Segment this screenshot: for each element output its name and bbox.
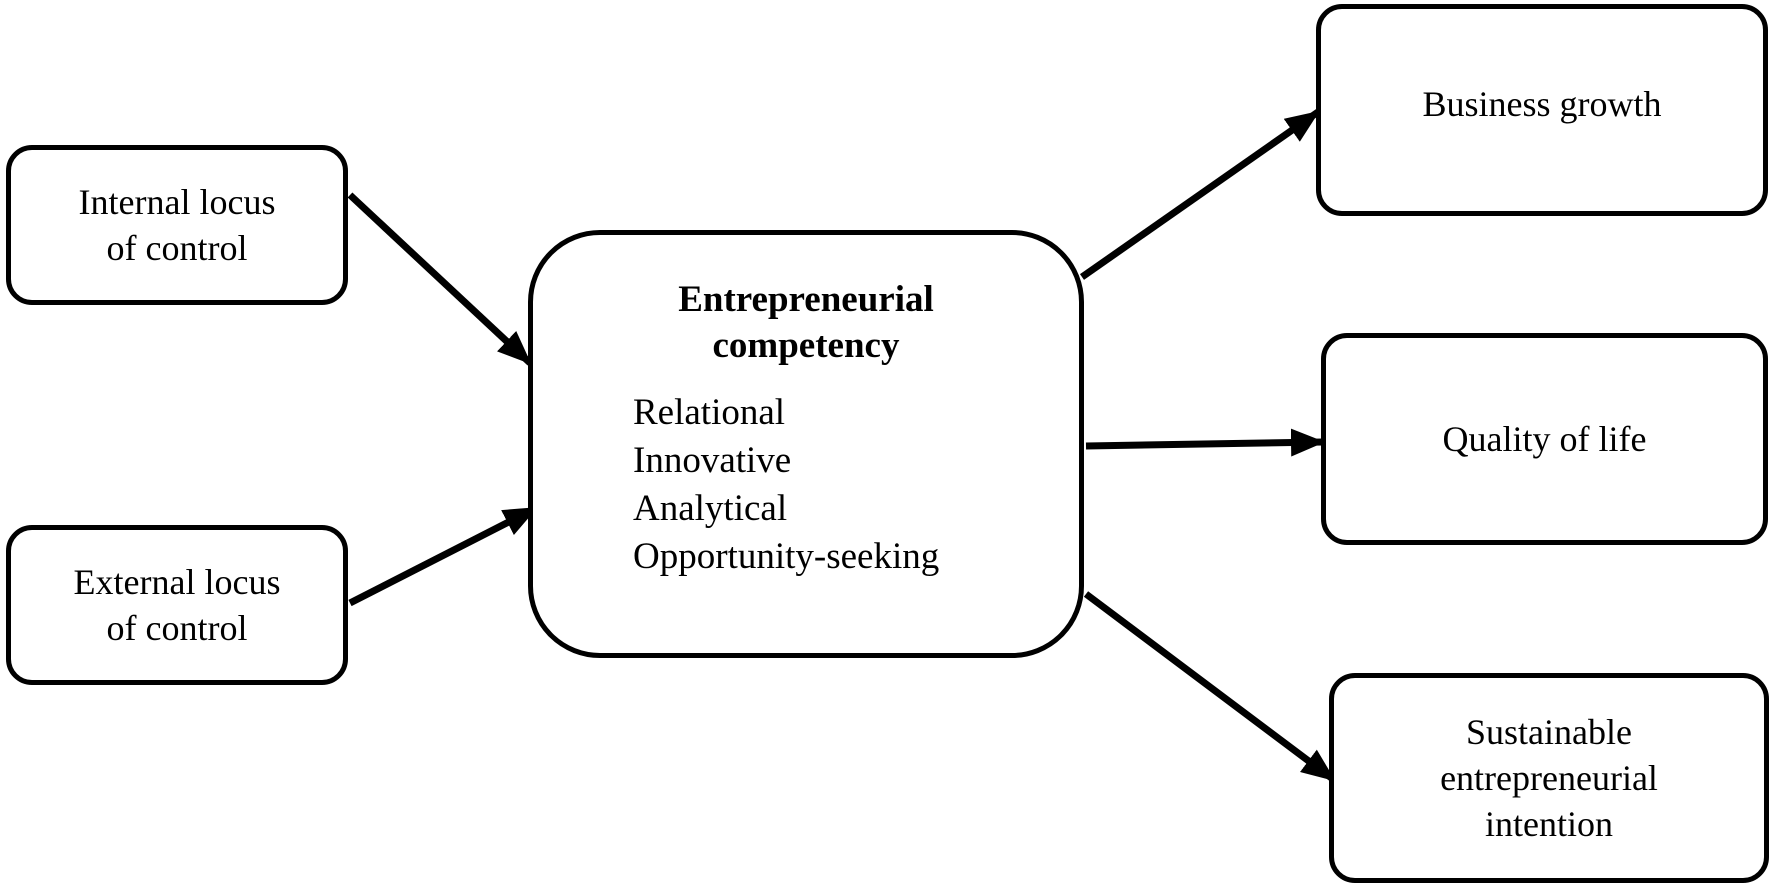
arrow-internal-to-center	[347, 192, 533, 366]
arrow-center-to-quality	[1085, 428, 1325, 457]
node-entrepreneurial-competency: Entrepreneurial competency Relational In…	[528, 230, 1084, 658]
competency-item: Opportunity-seeking	[633, 536, 940, 577]
node-quality-line-1: Quality of life	[1442, 419, 1647, 459]
center-title: Entrepreneurial competency	[678, 277, 934, 369]
center-title-line-2: competency	[712, 325, 900, 366]
node-sustain-line-3: intention	[1485, 804, 1613, 844]
arrow-center-to-sustain	[1083, 591, 1337, 783]
competency-list: Relational Innovative Analytical Opportu…	[633, 389, 939, 581]
node-quality-of-life: Quality of life	[1321, 333, 1768, 545]
competency-item: Innovative	[633, 440, 792, 481]
node-sustain-line-2: entrepreneurial	[1440, 758, 1658, 798]
node-internal-line-1: Internal locus	[78, 182, 276, 222]
arrow-external-to-center	[348, 504, 538, 607]
node-growth-line-1: Business growth	[1422, 84, 1662, 124]
node-external-line-1: External locus	[73, 562, 281, 602]
node-sustainable-intention: Sustainable entrepreneurial intention	[1329, 673, 1769, 883]
node-external-line-2: of control	[106, 608, 248, 648]
center-title-line-1: Entrepreneurial	[678, 279, 934, 320]
node-sustain-line-1: Sustainable	[1466, 712, 1632, 752]
competency-item: Analytical	[633, 488, 788, 529]
node-external-locus: External locus of control	[6, 525, 348, 685]
node-internal-locus: Internal locus of control	[6, 145, 348, 305]
node-business-growth: Business growth	[1316, 4, 1768, 216]
node-internal-line-2: of control	[106, 228, 248, 268]
arrow-center-to-growth	[1079, 109, 1321, 280]
competency-item: Relational	[633, 392, 786, 433]
